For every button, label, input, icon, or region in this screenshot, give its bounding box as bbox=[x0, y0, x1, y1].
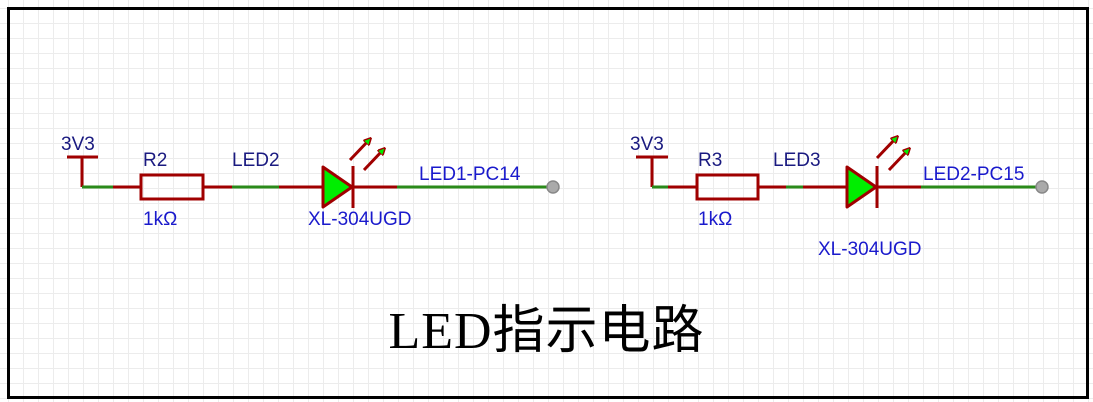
sheet-frame bbox=[7, 7, 1089, 399]
light-arrow-icon bbox=[875, 137, 897, 160]
power-flag-3v3[interactable] bbox=[636, 155, 668, 187]
resistor-r3[interactable] bbox=[695, 173, 760, 201]
resistor-designator: R2 bbox=[143, 150, 167, 171]
light-arrow-icon bbox=[887, 149, 909, 172]
net-port-icon[interactable] bbox=[1035, 180, 1049, 194]
resistor-r2[interactable] bbox=[139, 173, 205, 201]
resistor-designator: R3 bbox=[698, 150, 722, 171]
power-flag-3v3[interactable] bbox=[67, 155, 98, 187]
led-designator: LED2 bbox=[232, 150, 280, 171]
power-label: 3V3 bbox=[61, 134, 95, 155]
net-port-icon[interactable] bbox=[546, 180, 560, 194]
resistor-value: 1kΩ bbox=[143, 209, 177, 230]
light-arrow-icon bbox=[348, 139, 370, 162]
led-part: XL-304UGD bbox=[818, 239, 922, 260]
sheet-title: LED指示电路 bbox=[388, 303, 705, 360]
led-designator: LED3 bbox=[773, 150, 821, 171]
circuit-2: 3V3 R3 1kΩ LED3 XL-304UGD LED2-PC15 bbox=[630, 134, 1049, 260]
led-led2[interactable] bbox=[321, 139, 384, 209]
light-arrow-icon bbox=[362, 149, 384, 172]
resistor-value: 1kΩ bbox=[698, 209, 732, 230]
power-label: 3V3 bbox=[630, 134, 664, 155]
net-label[interactable]: LED1-PC14 bbox=[419, 164, 521, 185]
led-led3[interactable] bbox=[845, 137, 909, 209]
led-part: XL-304UGD bbox=[308, 209, 412, 230]
net-label[interactable]: LED2-PC15 bbox=[923, 164, 1024, 185]
circuit-1: 3V3 R2 1kΩ LED2 XL-304UGD LED1-PC14 bbox=[61, 134, 560, 230]
